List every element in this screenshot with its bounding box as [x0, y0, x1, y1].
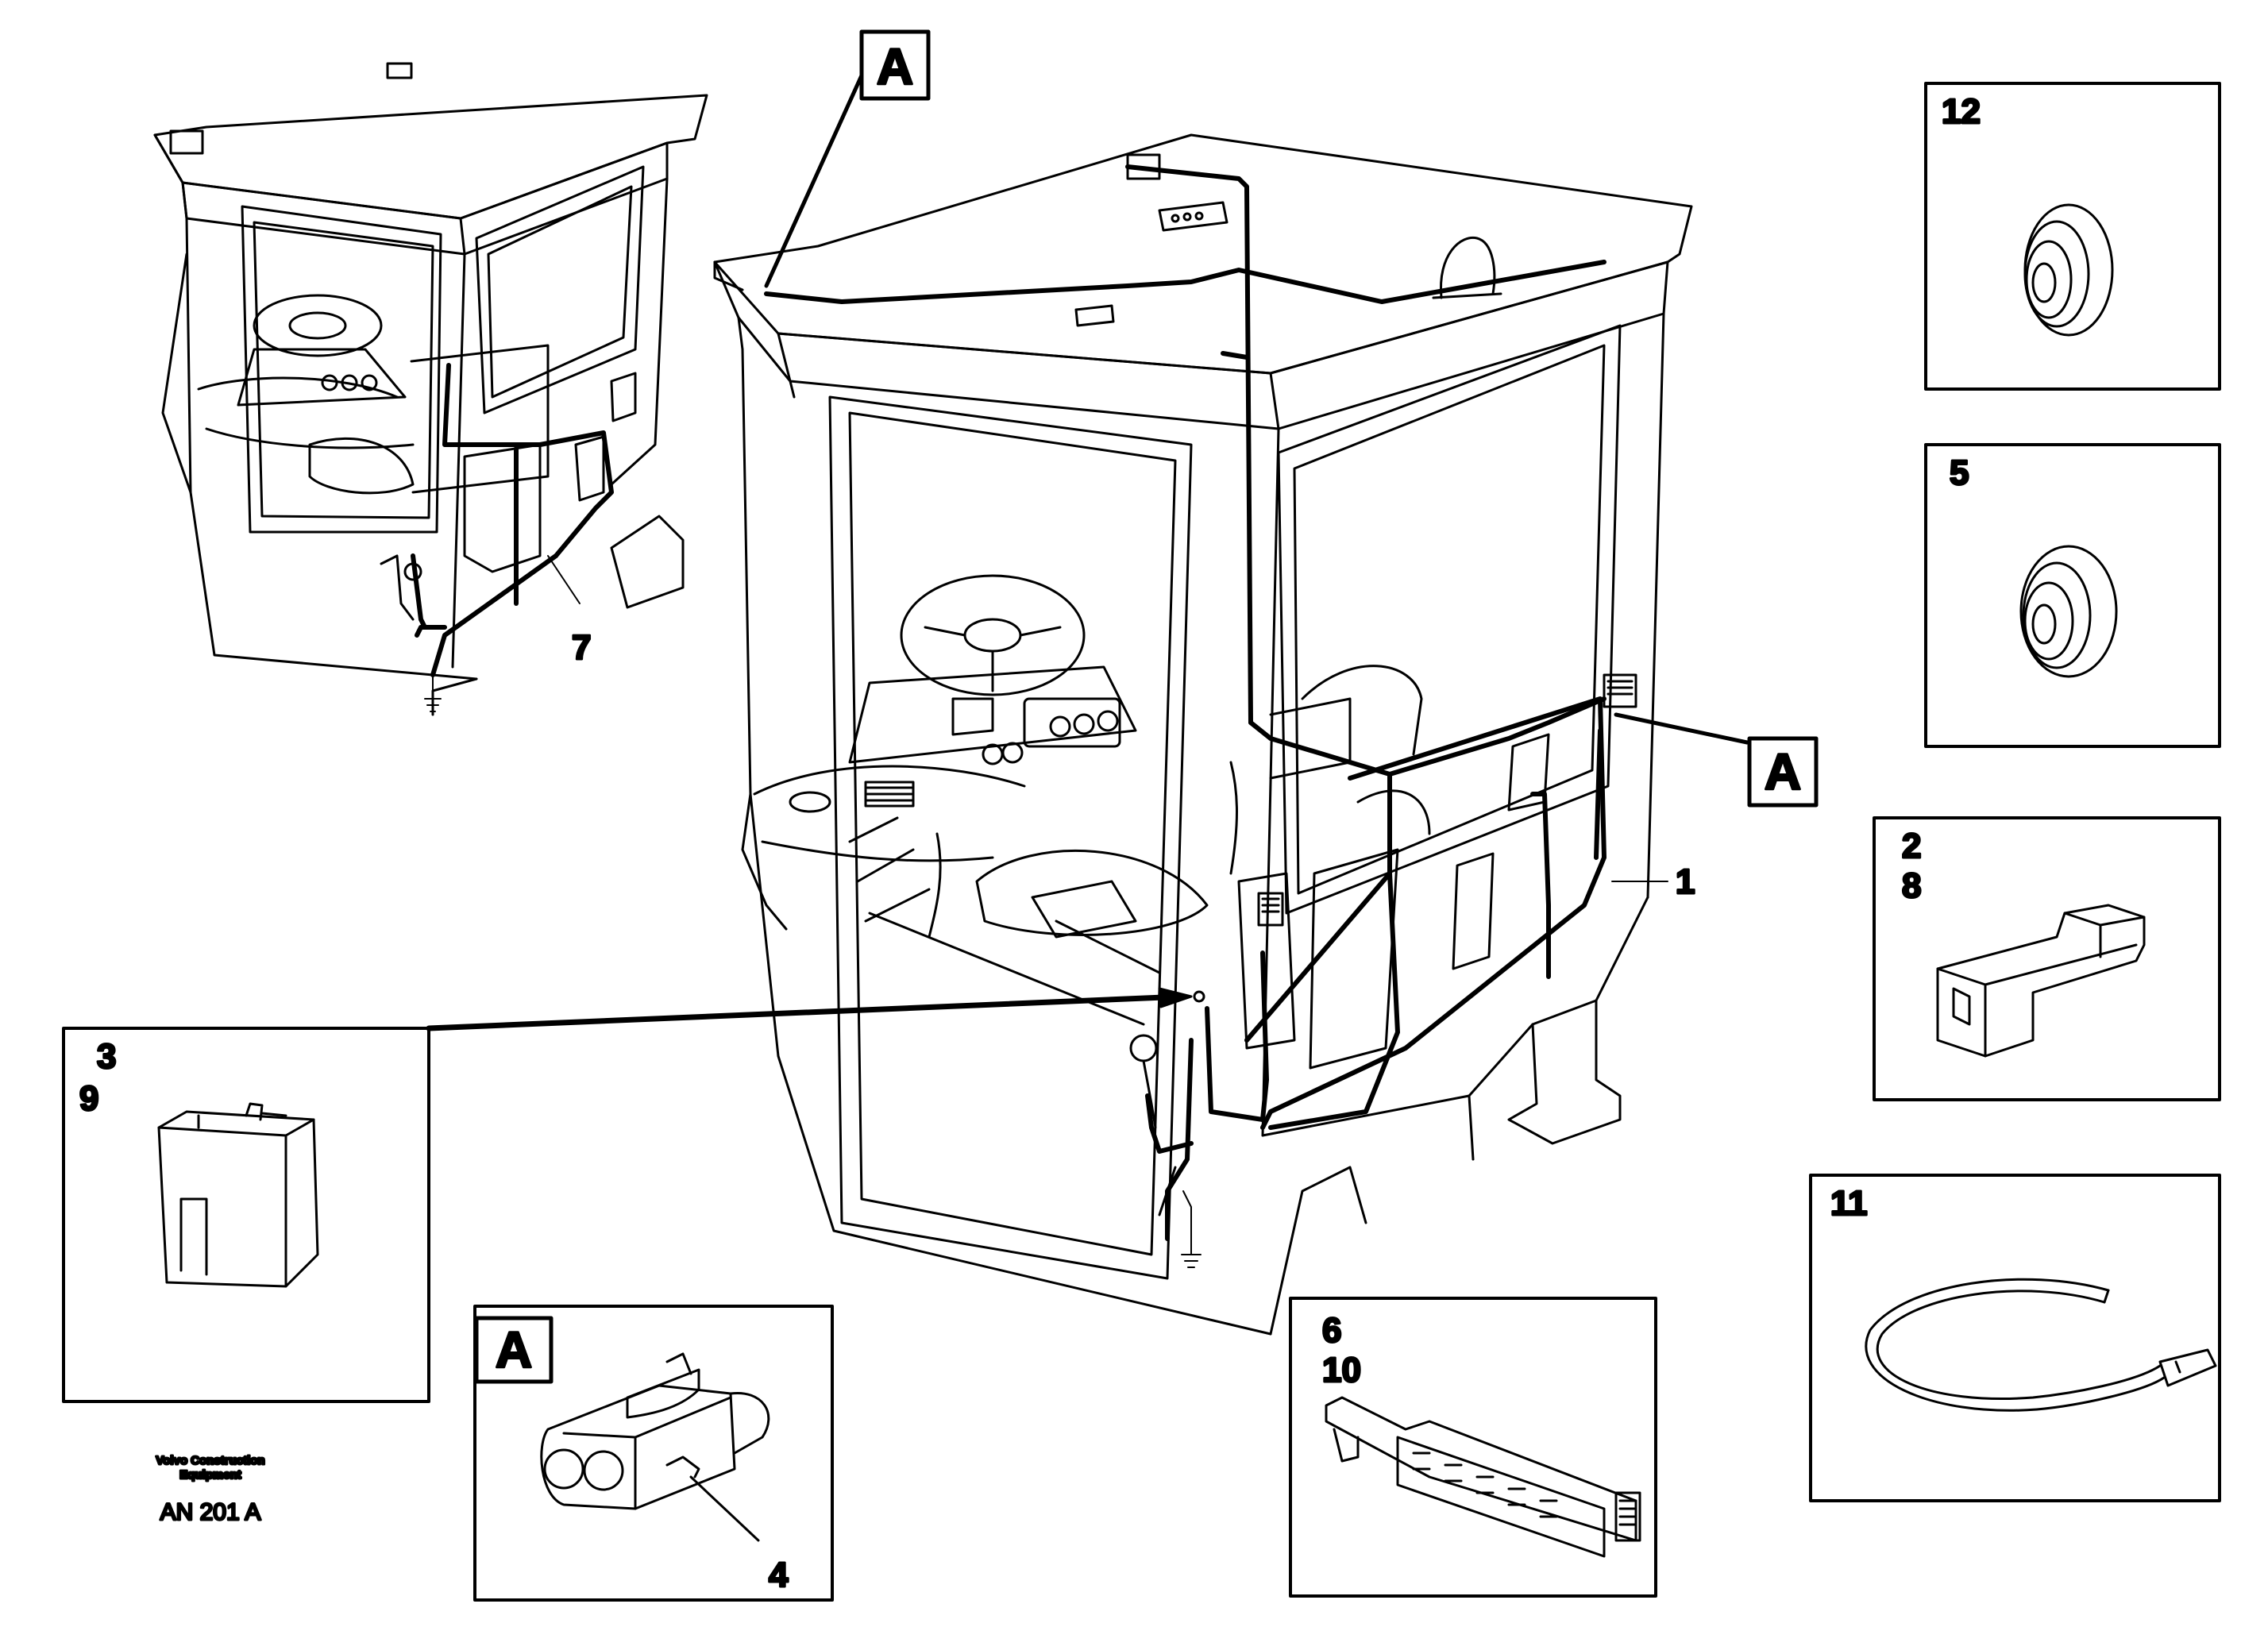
footer-company-line1: Volvo Construction [156, 1454, 264, 1467]
label-item-9: 9 [79, 1079, 98, 1118]
footer-company-line2: Equipment [179, 1468, 241, 1482]
label-item-11: 11 [1830, 1184, 1868, 1223]
detail-box-3-9 [62, 1027, 430, 1403]
small-cab-illustration [153, 62, 708, 716]
label-item-10: 10 [1322, 1351, 1361, 1390]
callout-a-top-label: A [877, 38, 913, 95]
main-cab-illustration [713, 133, 1693, 1336]
detail-box-a-4 [473, 1305, 834, 1602]
label-harness-1: 1 [1676, 862, 1695, 901]
callout-a-right-label: A [1765, 743, 1801, 800]
detail-a-title: A [496, 1321, 532, 1378]
label-item-4: 4 [769, 1556, 789, 1594]
detail-box-6-10 [1289, 1297, 1657, 1598]
label-item-5: 5 [1950, 453, 1969, 492]
label-item-6: 6 [1322, 1311, 1341, 1350]
detail-box-2-8 [1873, 816, 2221, 1101]
detail-box-11 [1809, 1174, 2221, 1502]
label-item-2: 2 [1902, 827, 1921, 866]
detail-box-5 [1924, 443, 2221, 748]
box-3-9-leader [426, 987, 1193, 1031]
label-item-3: 3 [97, 1037, 116, 1076]
callout-a-top-box [859, 29, 931, 101]
label-harness-7: 7 [572, 628, 591, 667]
footer-drawing-code: AN 201 A [160, 1499, 261, 1525]
harness-7-leader [547, 555, 580, 604]
callout-a-top-leader [764, 73, 864, 288]
callout-a-right-leader [1614, 712, 1749, 745]
label-item-8: 8 [1902, 866, 1921, 905]
callout-a-right-box [1747, 736, 1819, 808]
detail-box-12 [1924, 82, 2221, 391]
label-item-12: 12 [1942, 92, 1981, 131]
